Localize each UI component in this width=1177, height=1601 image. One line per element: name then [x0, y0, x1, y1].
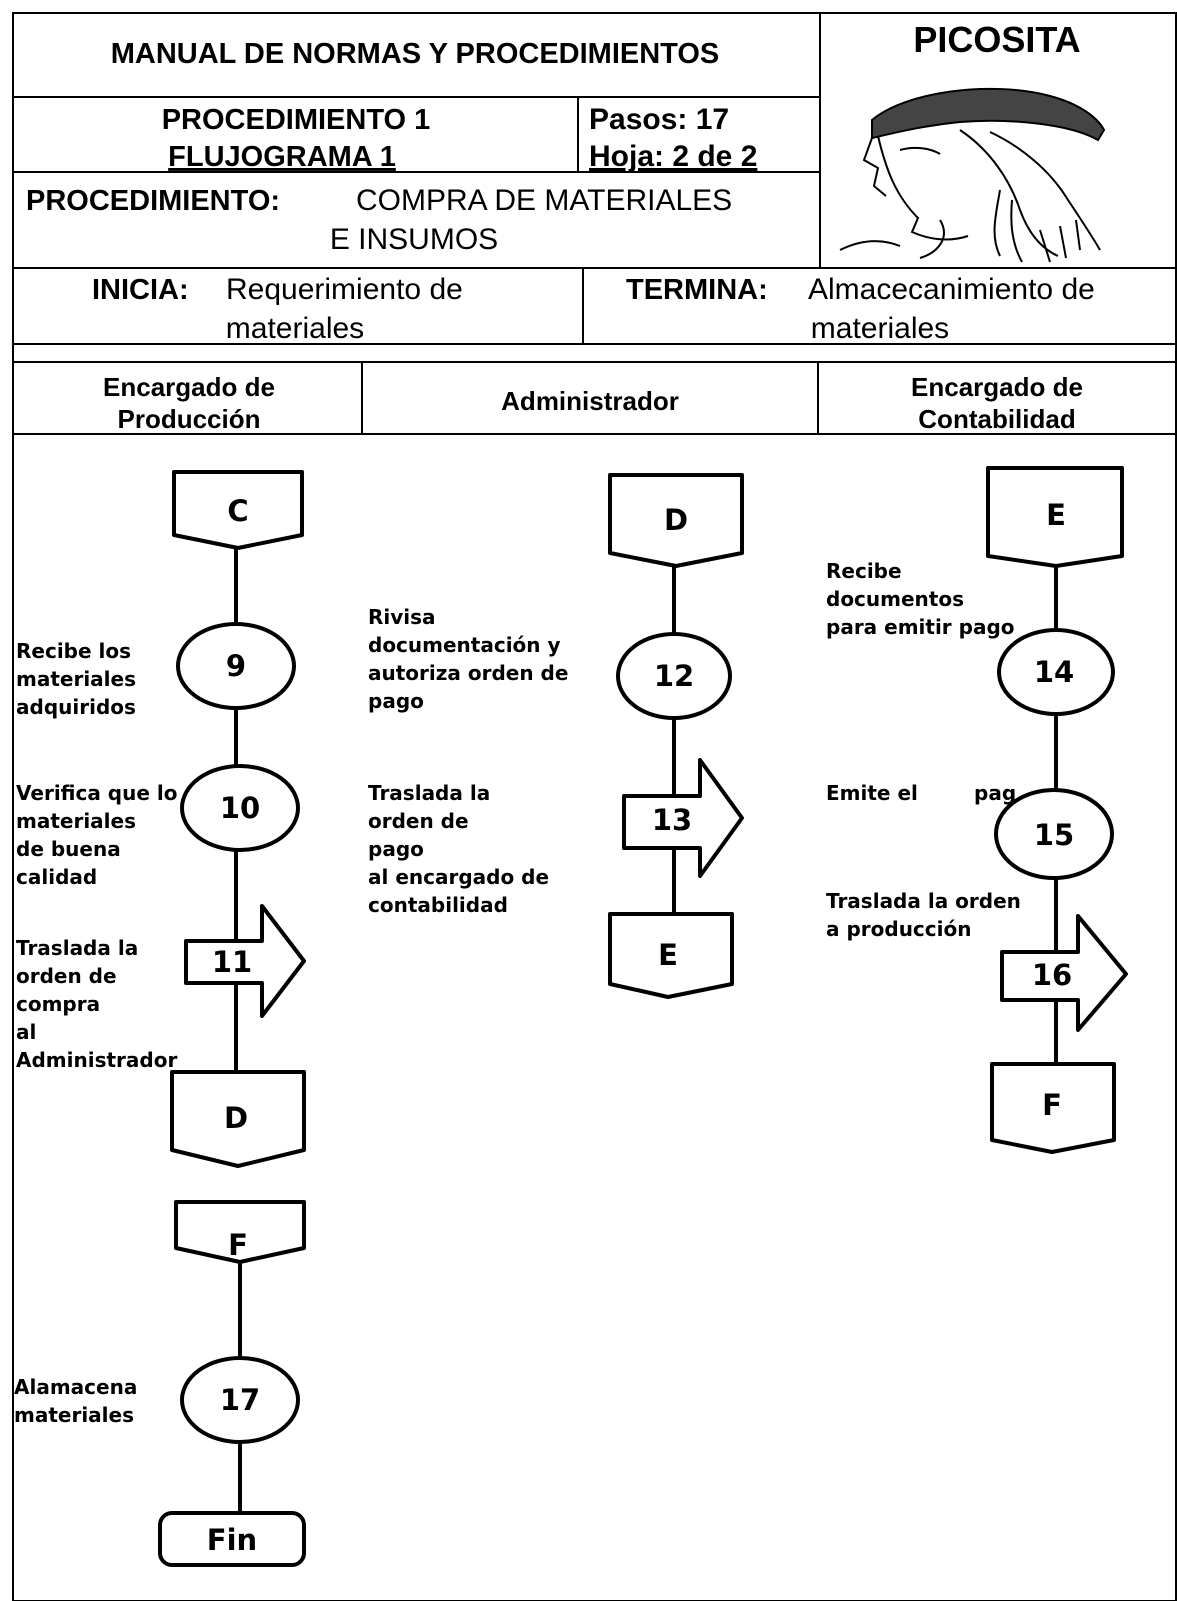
svg-text:orden de: orden de: [368, 809, 469, 833]
description-step-14: Recibe documentos para emitir pago: [826, 559, 1015, 639]
description-step-10: Verifica que lo materiales de buena cali…: [16, 781, 177, 889]
ends-label: TERMINA:: [626, 274, 768, 306]
step-14: 14: [997, 628, 1115, 716]
svg-text:contabilidad: contabilidad: [368, 893, 508, 917]
svg-text:12: 12: [654, 659, 694, 693]
svg-text:Traslada la: Traslada la: [16, 936, 138, 960]
step-17: 17: [180, 1356, 300, 1444]
steps-count: Pasos: 17: [589, 103, 729, 136]
svg-text:al: al: [16, 1020, 36, 1044]
svg-text:al encargado de: al encargado de: [368, 865, 549, 889]
description-step-12: Rivisa documentación y autoriza orden de…: [368, 605, 568, 713]
svg-text:adquiridos: adquiridos: [16, 695, 136, 719]
svg-text:9: 9: [226, 649, 246, 683]
svg-text:D: D: [664, 503, 688, 537]
svg-text:compra: compra: [16, 992, 100, 1016]
connector-d-top: D: [608, 473, 744, 568]
svg-text:F: F: [228, 1228, 248, 1262]
svg-text:documentos: documentos: [826, 587, 964, 611]
lane-2-title: Administrador: [501, 386, 679, 416]
svg-text:a producción: a producción: [826, 917, 971, 941]
manual-title: MANUAL DE NORMAS Y PROCEDIMIENTOS: [111, 38, 720, 70]
svg-text:Fin: Fin: [207, 1523, 257, 1557]
svg-text:Traslada la orden: Traslada la orden: [826, 889, 1021, 913]
step-16-transfer-arrow: 16: [1000, 914, 1128, 1032]
svg-text:Recibe los: Recibe los: [16, 639, 131, 663]
starts-label: INICIA:: [92, 274, 189, 306]
company-name: PICOSITA: [913, 19, 1080, 60]
lane-3-title-line2: Contabilidad: [918, 404, 1075, 434]
procedure-number: PROCEDIMIENTO 1: [162, 104, 431, 136]
connector-f-top: F: [174, 1200, 306, 1264]
end-terminator: Fin: [158, 1511, 306, 1567]
svg-text:calidad: calidad: [16, 865, 97, 889]
lane-3-title-line1: Encargado de: [911, 372, 1083, 402]
svg-text:Alamacena: Alamacena: [14, 1375, 137, 1399]
description-step-15: Emite el pag: [826, 781, 1016, 805]
step-15: 15: [994, 788, 1114, 880]
connector-f-bottom: F: [990, 1062, 1116, 1154]
description-step-11: Traslada la orden de compra al Administr…: [16, 936, 177, 1072]
svg-text:Recibe: Recibe: [826, 559, 902, 583]
logo-head-icon: [839, 87, 1106, 263]
svg-text:materiales: materiales: [16, 809, 136, 833]
step-13-transfer-arrow: 13: [622, 758, 744, 878]
svg-text:13: 13: [652, 803, 692, 837]
svg-text:Rivisa: Rivisa: [368, 605, 436, 629]
svg-text:14: 14: [1034, 655, 1074, 689]
step-10: 10: [180, 764, 300, 852]
svg-text:materiales: materiales: [16, 667, 136, 691]
svg-text:E: E: [1046, 498, 1066, 532]
procedure-label: PROCEDIMIENTO:: [26, 185, 280, 217]
connector-e-bottom: E: [608, 912, 734, 999]
svg-text:Traslada la: Traslada la: [368, 781, 490, 805]
svg-text:Emite el: Emite el: [826, 781, 918, 805]
description-step-13: Traslada la orden de pago al encargado d…: [368, 781, 549, 917]
step-12: 12: [616, 632, 732, 720]
svg-text:autoriza orden de: autoriza orden de: [368, 661, 568, 685]
starts-line1: Requerimiento de: [226, 273, 463, 306]
svg-text:pag: pag: [974, 781, 1016, 805]
svg-text:Administrador: Administrador: [16, 1048, 177, 1072]
lane-1-title-line1: Encargado de: [103, 372, 275, 402]
svg-text:orden de: orden de: [16, 964, 117, 988]
svg-text:D: D: [224, 1101, 248, 1135]
procedure-name-line1: COMPRA DE MATERIALES: [356, 184, 732, 217]
connector-c-top: C: [172, 470, 304, 550]
description-step-9: Recibe los materiales adquiridos: [16, 639, 136, 719]
svg-text:F: F: [1042, 1088, 1062, 1122]
ends-line2: materiales: [811, 312, 949, 345]
step-9: 9: [176, 622, 296, 710]
svg-text:16: 16: [1032, 958, 1072, 992]
svg-text:pago: pago: [368, 837, 424, 861]
svg-text:15: 15: [1034, 818, 1074, 852]
step-11-transfer-arrow: 11: [184, 904, 306, 1018]
lane-1-title-line2: Producción: [117, 404, 260, 434]
starts-line2: materiales: [226, 312, 364, 345]
svg-text:documentación y: documentación y: [368, 633, 561, 657]
svg-text:10: 10: [220, 791, 260, 825]
svg-text:17: 17: [220, 1383, 260, 1417]
svg-text:materiales: materiales: [14, 1403, 134, 1427]
procedure-name-line2: E INSUMOS: [330, 223, 498, 256]
ends-line1: Almacecanimiento de: [808, 273, 1095, 306]
svg-text:C: C: [227, 494, 248, 528]
description-step-17: Alamacena materiales: [14, 1375, 137, 1427]
connector-e-top: E: [986, 466, 1124, 568]
description-step-16: Traslada la orden a producción: [826, 889, 1021, 941]
connector-d-bottom: D: [170, 1070, 306, 1168]
flowchart-number: FLUJOGRAMA 1: [168, 141, 396, 173]
svg-text:pago: pago: [368, 689, 424, 713]
svg-text:para emitir pago: para emitir pago: [826, 615, 1015, 639]
page-border: [12, 12, 1177, 1601]
svg-text:de buena: de buena: [16, 837, 121, 861]
svg-text:Verifica que lo: Verifica que lo: [16, 781, 177, 805]
sheet-number: Hoja: 2 de 2: [589, 140, 757, 173]
svg-text:11: 11: [212, 945, 252, 979]
svg-text:E: E: [658, 938, 678, 972]
